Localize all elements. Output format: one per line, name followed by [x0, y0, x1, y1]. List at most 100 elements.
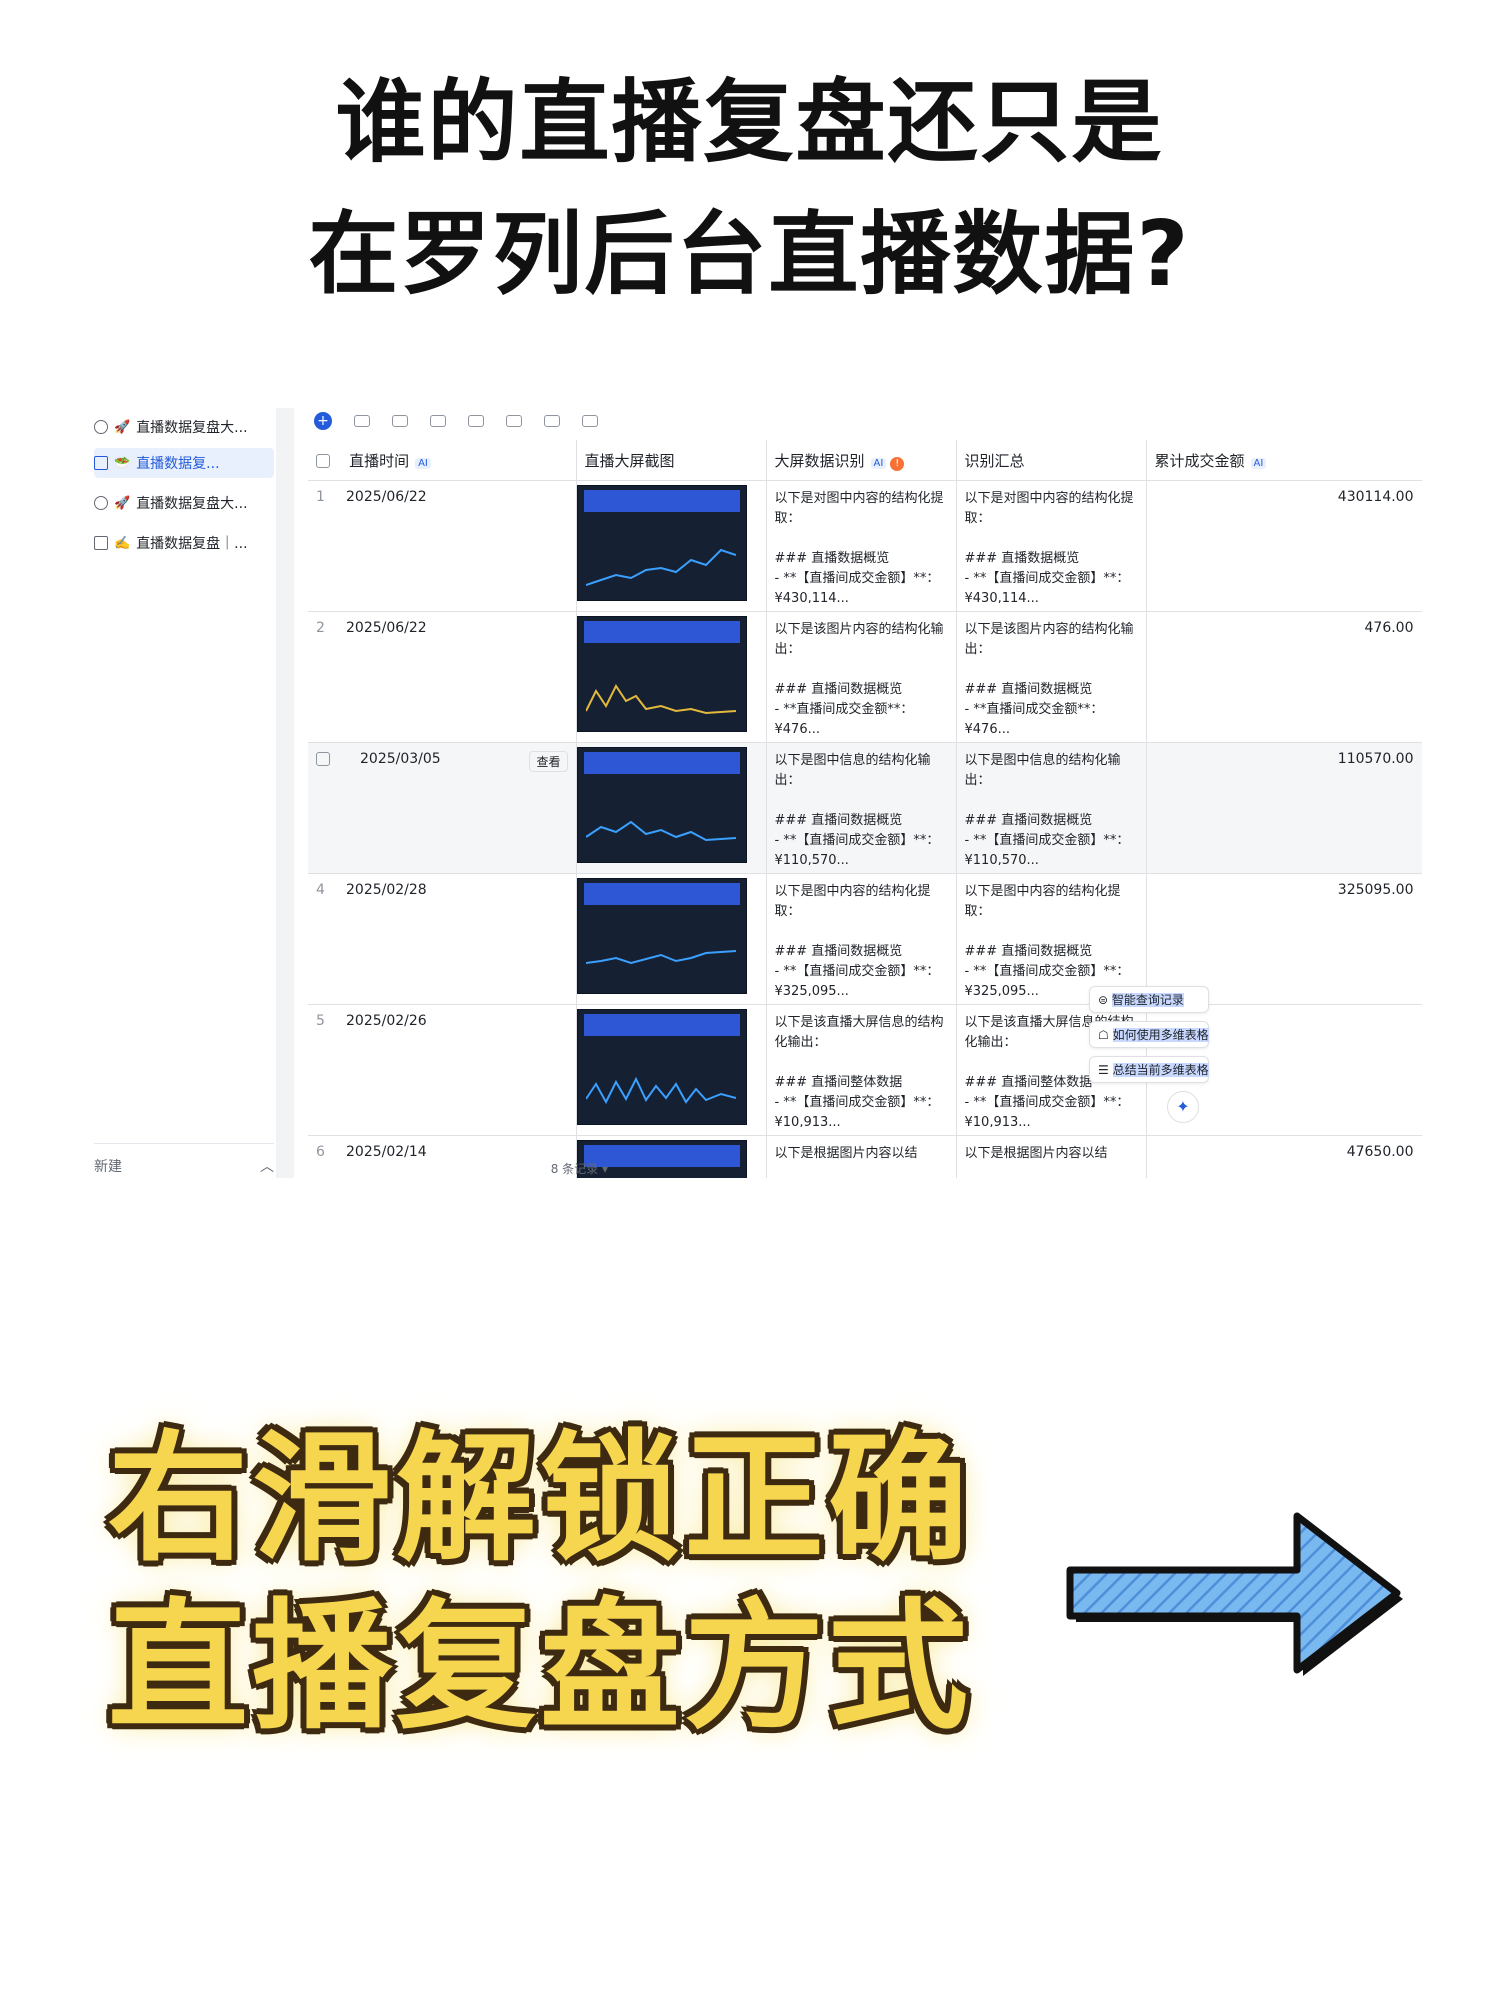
recognition-cell[interactable]: 以下是对图中内容的结构化提取： ### 直播数据概览 - **【直播间成交金额】… [774, 491, 944, 603]
warning-icon: ! [890, 456, 905, 471]
column-label: 累计成交金额 [1154, 451, 1245, 470]
table-row[interactable]: 1 2025/06/22 以下是对图中内容的结构化提取： ### 直播数据概览 -… [308, 480, 1422, 612]
view-button[interactable]: 查看 [529, 751, 568, 772]
recognition-cell[interactable]: 以下是图中内容的结构化提取： ### 直播间数据概览 - **【直播间成交金额】… [774, 884, 940, 996]
dashboard-screenshot-thumbnail[interactable] [576, 485, 747, 601]
headline-line-2: 在罗列后台直播数据? [308, 202, 1191, 307]
date-cell[interactable]: 2025/06/22 [346, 489, 427, 505]
chip-label: 智能查询记录 [1111, 993, 1184, 1007]
table-row[interactable]: 6 2025/02/14 以下是根据图片内容以结 以下是根据图片内容以结 4765… [308, 1135, 1422, 1178]
chip-label: 总结当前多维表格 [1112, 1063, 1209, 1077]
row-height-icon[interactable] [544, 415, 560, 427]
amount-cell[interactable]: 430114.00 [1146, 480, 1422, 612]
column-label: 识别汇总 [964, 451, 1025, 470]
record-count[interactable]: 8 条记录 ▾ [550, 1162, 608, 1176]
row-number: 5 [316, 1013, 325, 1029]
new-button[interactable]: 新建 [94, 1159, 122, 1175]
toolbar: + [308, 408, 1422, 434]
add-icon[interactable]: + [314, 412, 332, 430]
dashboard-screenshot-thumbnail[interactable] [576, 878, 747, 994]
column-header-screenshot[interactable]: 直播大屏截图 [576, 440, 767, 481]
headline-line-1: 谁的直播复盘还只是 [335, 70, 1164, 175]
summary-cell[interactable]: 以下是图中信息的结构化输出： ### 直播间数据概览 - **【直播间成交金额】… [964, 753, 1130, 865]
date-cell[interactable]: 2025/02/14 [346, 1144, 427, 1160]
summary-cell[interactable]: 以下是图中内容的结构化提取： ### 直播间数据概览 - **【直播间成交金额】… [964, 884, 1130, 996]
table-row-hovered[interactable]: 2025/03/05 查看 以下是图中信息的结构化输出： ### 直播间数据概览 … [308, 742, 1422, 874]
ai-suggestion-query[interactable]: ⊜ 智能查询记录 [1089, 986, 1209, 1013]
filter-icon[interactable] [430, 415, 446, 427]
clock-icon [94, 496, 108, 510]
row-checkbox[interactable] [316, 752, 330, 766]
recognition-cell[interactable]: 以下是根据图片内容以结 [774, 1146, 918, 1161]
app-screenshot: 🚀 直播数据复盘大... 🥗 直播数据复... 🚀 直播数据复盘大... ✍️ … [80, 408, 1422, 1178]
ai-badge: AI [870, 457, 887, 469]
amount-cell[interactable]: 110570.00 [1146, 742, 1422, 874]
sidebar-item[interactable]: ✍️ 直播数据复盘｜... [94, 528, 274, 558]
amount-cell[interactable]: 325095.00 [1146, 873, 1422, 1005]
dashboard-screenshot-thumbnail[interactable] [576, 747, 747, 863]
column-header-recognition[interactable]: 大屏数据识别 AI! [766, 440, 957, 481]
column-label: 大屏数据识别 [774, 451, 865, 470]
chip-label: 如何使用多维表格 [1112, 1028, 1209, 1042]
panel-divider[interactable] [276, 408, 294, 1178]
date-cell[interactable]: 2025/06/22 [346, 620, 427, 636]
recognition-cell[interactable]: 以下是该直播大屏信息的结构化输出： ### 直播间整体数据 - **【直播间成交… [774, 1015, 944, 1127]
date-cell[interactable]: 2025/03/05 [360, 751, 441, 767]
sidebar-footer[interactable]: 新建 ︿ [94, 1143, 274, 1176]
ai-suggestion-howto[interactable]: ☖ 如何使用多维表格 [1089, 1021, 1209, 1048]
table-row[interactable]: 5 2025/02/26 以下是该直播大屏信息的结构化输出： ### 直播间整体数… [308, 1004, 1422, 1136]
select-all-checkbox[interactable] [316, 454, 330, 468]
sidebar-item[interactable]: 🚀 直播数据复盘大... [94, 488, 274, 518]
sort-icon[interactable] [506, 415, 522, 427]
dashboard-screenshot-thumbnail[interactable] [576, 1140, 747, 1178]
right-arrow-icon [1066, 1512, 1403, 1676]
row-number: 6 [316, 1144, 325, 1160]
sidebar-item-active[interactable]: 🥗 直播数据复... [94, 448, 274, 478]
date-cell[interactable]: 2025/02/28 [346, 882, 427, 898]
column-header-summary[interactable]: 识别汇总 [956, 440, 1147, 481]
color-icon[interactable] [582, 415, 598, 427]
recognition-cell[interactable]: 以下是图中信息的结构化输出： ### 直播间数据概览 - **【直播间成交金额】… [774, 753, 940, 865]
writing-emoji: ✍️ [114, 535, 131, 551]
summary-cell[interactable]: 以下是对图中内容的结构化提取： ### 直播数据概览 - **【直播间成交金额】… [964, 491, 1134, 603]
summary-cell[interactable]: 以下是根据图片内容以结 [964, 1146, 1108, 1161]
ai-suggestion-summary[interactable]: ☰ 总结当前多维表格 [1089, 1056, 1209, 1083]
dashboard-screenshot-thumbnail[interactable] [576, 1009, 747, 1125]
promo-line-1: 右滑解锁正确 [108, 1418, 973, 1581]
summary-cell[interactable]: 以下是该图片内容的结构化输出： ### 直播间数据概览 - **直播间成交金额*… [964, 622, 1134, 734]
promo-line-2: 直播复盘方式 [108, 1586, 973, 1749]
clock-icon [94, 420, 108, 434]
amount-cell[interactable]: 47650.00 [1146, 1135, 1422, 1178]
sidebar-item-label: 直播数据复盘｜... [136, 536, 248, 552]
ai-assistant-panel: ⊜ 智能查询记录 ☖ 如何使用多维表格 ☰ 总结当前多维表格 ✦ [1089, 986, 1209, 1123]
group-icon[interactable] [468, 415, 484, 427]
recognition-cell[interactable]: 以下是该图片内容的结构化输出： ### 直播间数据概览 - **直播间成交金额*… [774, 622, 944, 734]
column-header-amount[interactable]: 累计成交金额 AI [1146, 440, 1422, 481]
rocket-emoji: 🚀 [114, 495, 131, 511]
rocket-emoji: 🚀 [114, 419, 131, 435]
summary-cell[interactable]: 以下是该直播大屏信息的结构化输出： ### 直播间整体数据 - **【直播间成交… [964, 1015, 1134, 1127]
sidebar-item[interactable]: 🚀 直播数据复盘大... [94, 412, 274, 442]
ai-badge: AI [1250, 457, 1267, 469]
settings-icon[interactable] [354, 415, 370, 427]
column-label: 直播大屏截图 [584, 451, 675, 470]
row-number: 1 [316, 489, 325, 505]
sparkle-icon[interactable]: ✦ [1167, 1091, 1199, 1123]
table-row[interactable]: 4 2025/02/28 以下是图中内容的结构化提取： ### 直播间数据概览 -… [308, 873, 1422, 1005]
sidebar: 🚀 直播数据复盘大... 🥗 直播数据复... 🚀 直播数据复盘大... ✍️ … [80, 408, 276, 1178]
chevron-up-icon[interactable]: ︿ [260, 1159, 274, 1175]
salad-emoji: 🥗 [114, 455, 131, 471]
fields-icon[interactable] [392, 415, 408, 427]
dashboard-screenshot-thumbnail[interactable] [576, 616, 747, 732]
date-cell[interactable]: 2025/02/26 [346, 1013, 427, 1029]
row-number: 4 [316, 882, 325, 898]
column-label: 直播时间 [349, 451, 410, 470]
amount-cell[interactable]: 476.00 [1146, 611, 1422, 743]
sidebar-item-label: 直播数据复盘大... [136, 420, 248, 436]
table-icon [94, 536, 108, 550]
